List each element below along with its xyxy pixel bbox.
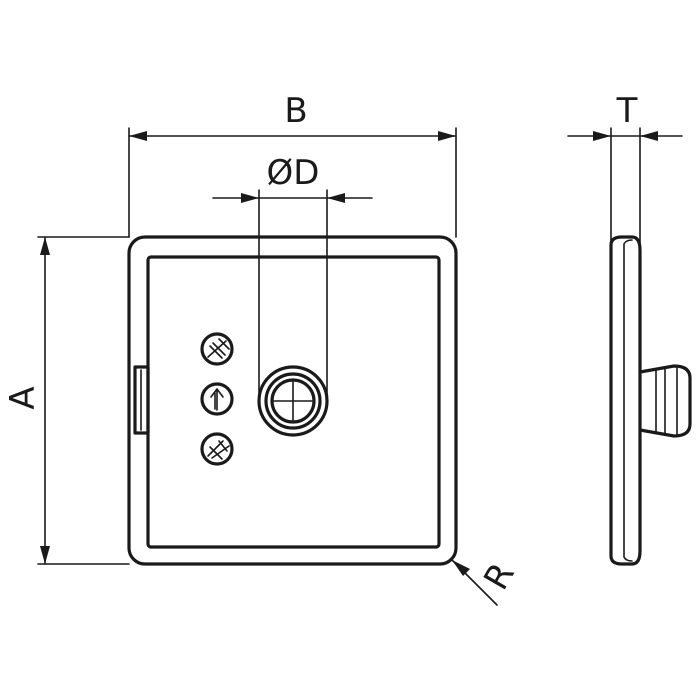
label-a: A [3,386,43,409]
lock-open-icon [200,432,234,466]
side-boss [638,364,692,438]
lock-closed-icon [200,332,234,366]
front-view [127,235,458,566]
dimension-t: T [567,91,683,246]
label-d: ØD [267,153,320,193]
arrow-up-icon [200,382,234,416]
center-boss [257,365,329,437]
dimension-d: ØD [212,153,373,402]
dimension-b: B [128,91,457,238]
label-t: T [616,91,638,131]
side-view [609,235,692,566]
side-plate [609,235,642,566]
cap-side-notch [133,365,150,435]
label-b: B [284,91,307,131]
dimension-r: R [451,556,523,606]
dimension-a: A [3,236,130,565]
cap-outer-edge [127,235,458,566]
